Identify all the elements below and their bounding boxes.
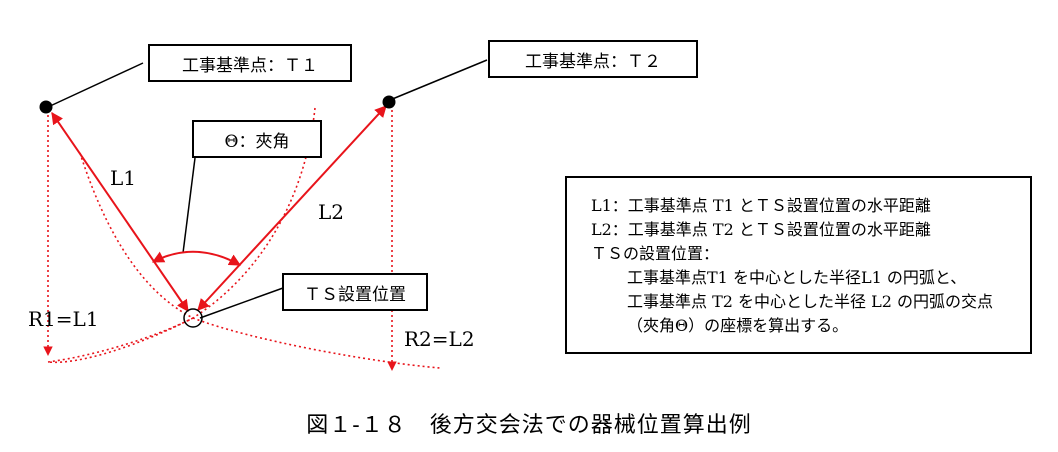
l1-arrow [51, 112, 189, 312]
t1-label: 工事基準点：Ｔ１ [148, 44, 352, 82]
t1-leader-line [47, 62, 144, 108]
ts-leader-line [199, 287, 284, 319]
legend-line-2: L2：工事基準点 T2 とＴＳ設置位置の水平距離 [591, 220, 931, 239]
r2-text: R2=L2 [404, 327, 475, 351]
legend-line-3: ＴＳの設置位置： [591, 244, 720, 263]
l2-arrow [197, 105, 387, 311]
t2-point [382, 95, 396, 109]
t2-label: 工事基準点：Ｔ２ [488, 40, 698, 78]
legend-line-1: L1：工事基準点 T1 とＴＳ設置位置の水平距離 [591, 196, 931, 215]
l1-text: L1 [110, 166, 137, 190]
legend-box: L1：工事基準点 T1 とＴＳ設置位置の水平距離 L2：工事基準点 T2 とＴＳ… [565, 176, 1032, 354]
angle-arc-arrow [151, 250, 242, 266]
angle-leader-line [182, 157, 196, 254]
ts-position-circle [183, 308, 203, 328]
legend-line-6: （夾角Θ）の座標を算出する。 [627, 316, 849, 335]
t2-leader-line [389, 59, 488, 101]
r1-text: R1=L1 [28, 307, 99, 331]
t1-point [39, 100, 53, 114]
arc-r1-lower [47, 317, 194, 363]
legend-line-5: 工事基準点 T2 を中心とした半径 L2 の円弧の交点 [627, 292, 994, 311]
ts-label: ＴＳ設置位置 [282, 273, 428, 311]
angle-label: Θ：夾角 [192, 120, 322, 158]
l2-text: L2 [318, 200, 345, 224]
figure-caption: 図１-１８ 後方交会法での器械位置算出例 [306, 413, 752, 438]
legend-line-4: 工事基準点T1 を中心とした半径L1 の円弧と、 [627, 268, 967, 287]
